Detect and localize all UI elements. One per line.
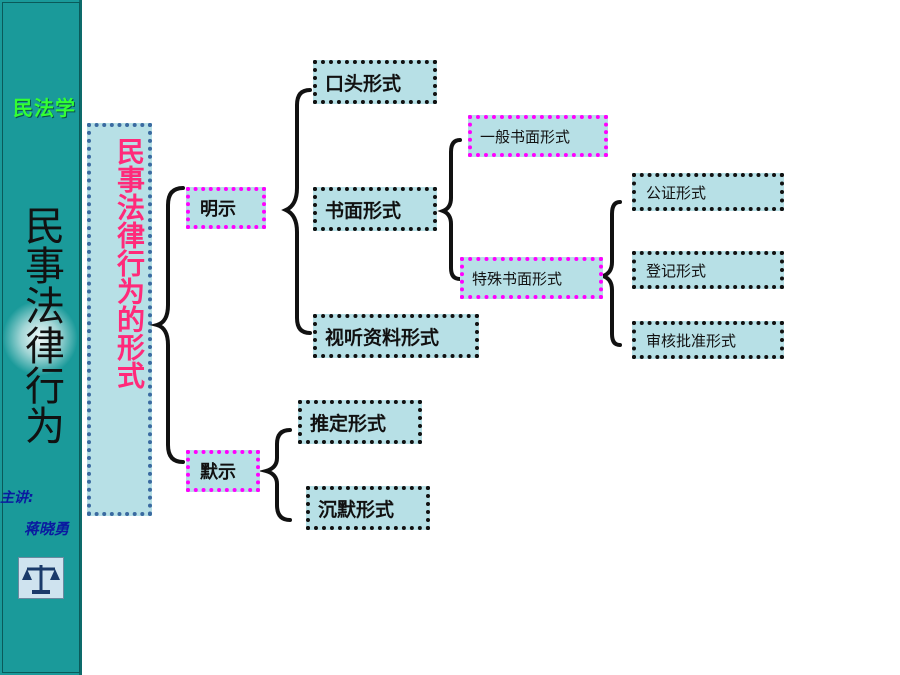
node-presumed: 推定形式 [298, 400, 422, 444]
node-general-written: 一般书面形式 [468, 115, 608, 157]
sidebar-title: 民事法律行为 [18, 205, 64, 445]
node-implicit: 默示 [186, 450, 260, 492]
node-approved-label: 审核批准形式 [646, 331, 737, 350]
node-oral: 口头形式 [313, 60, 437, 104]
node-notarized-label: 公证形式 [646, 183, 707, 202]
subject-label: 民法学 [13, 96, 76, 120]
node-silent-label: 沉默形式 [318, 498, 395, 521]
brace-written [437, 138, 462, 281]
sidebar: 民法学 民事法律行为 主讲: 蒋晓勇 [0, 0, 82, 675]
node-silent: 沉默形式 [306, 486, 430, 530]
node-registered: 登记形式 [632, 251, 784, 289]
brace-special [596, 200, 622, 347]
lecturer-name: 蒋晓勇 [24, 520, 70, 538]
lecturer-label: 主讲: [0, 490, 34, 506]
node-written-label: 书面形式 [325, 199, 402, 222]
node-notarized: 公证形式 [632, 173, 784, 211]
node-implicit-label: 默示 [200, 462, 236, 483]
node-approved: 审核批准形式 [632, 321, 784, 359]
node-oral-label: 口头形式 [325, 72, 402, 95]
node-general-written-label: 一般书面形式 [480, 127, 571, 146]
node-explicit: 明示 [186, 187, 266, 229]
node-registered-label: 登记形式 [646, 261, 707, 280]
brace-implicit [258, 428, 292, 522]
glow-decoration [2, 300, 78, 376]
node-explicit-label: 明示 [200, 199, 236, 220]
node-special-written: 特殊书面形式 [460, 257, 603, 299]
node-special-written-label: 特殊书面形式 [472, 269, 563, 288]
scales-icon [18, 557, 64, 599]
node-written: 书面形式 [313, 187, 437, 231]
brace-main [149, 186, 185, 464]
node-audiovisual: 视听资料形式 [313, 314, 479, 358]
node-audiovisual-label: 视听资料形式 [325, 326, 440, 349]
node-presumed-label: 推定形式 [310, 412, 387, 435]
heading-text: 民事法律行为的形式 [113, 137, 146, 389]
heading-box: 民事法律行为的形式 [87, 123, 152, 516]
brace-explicit [281, 88, 312, 335]
